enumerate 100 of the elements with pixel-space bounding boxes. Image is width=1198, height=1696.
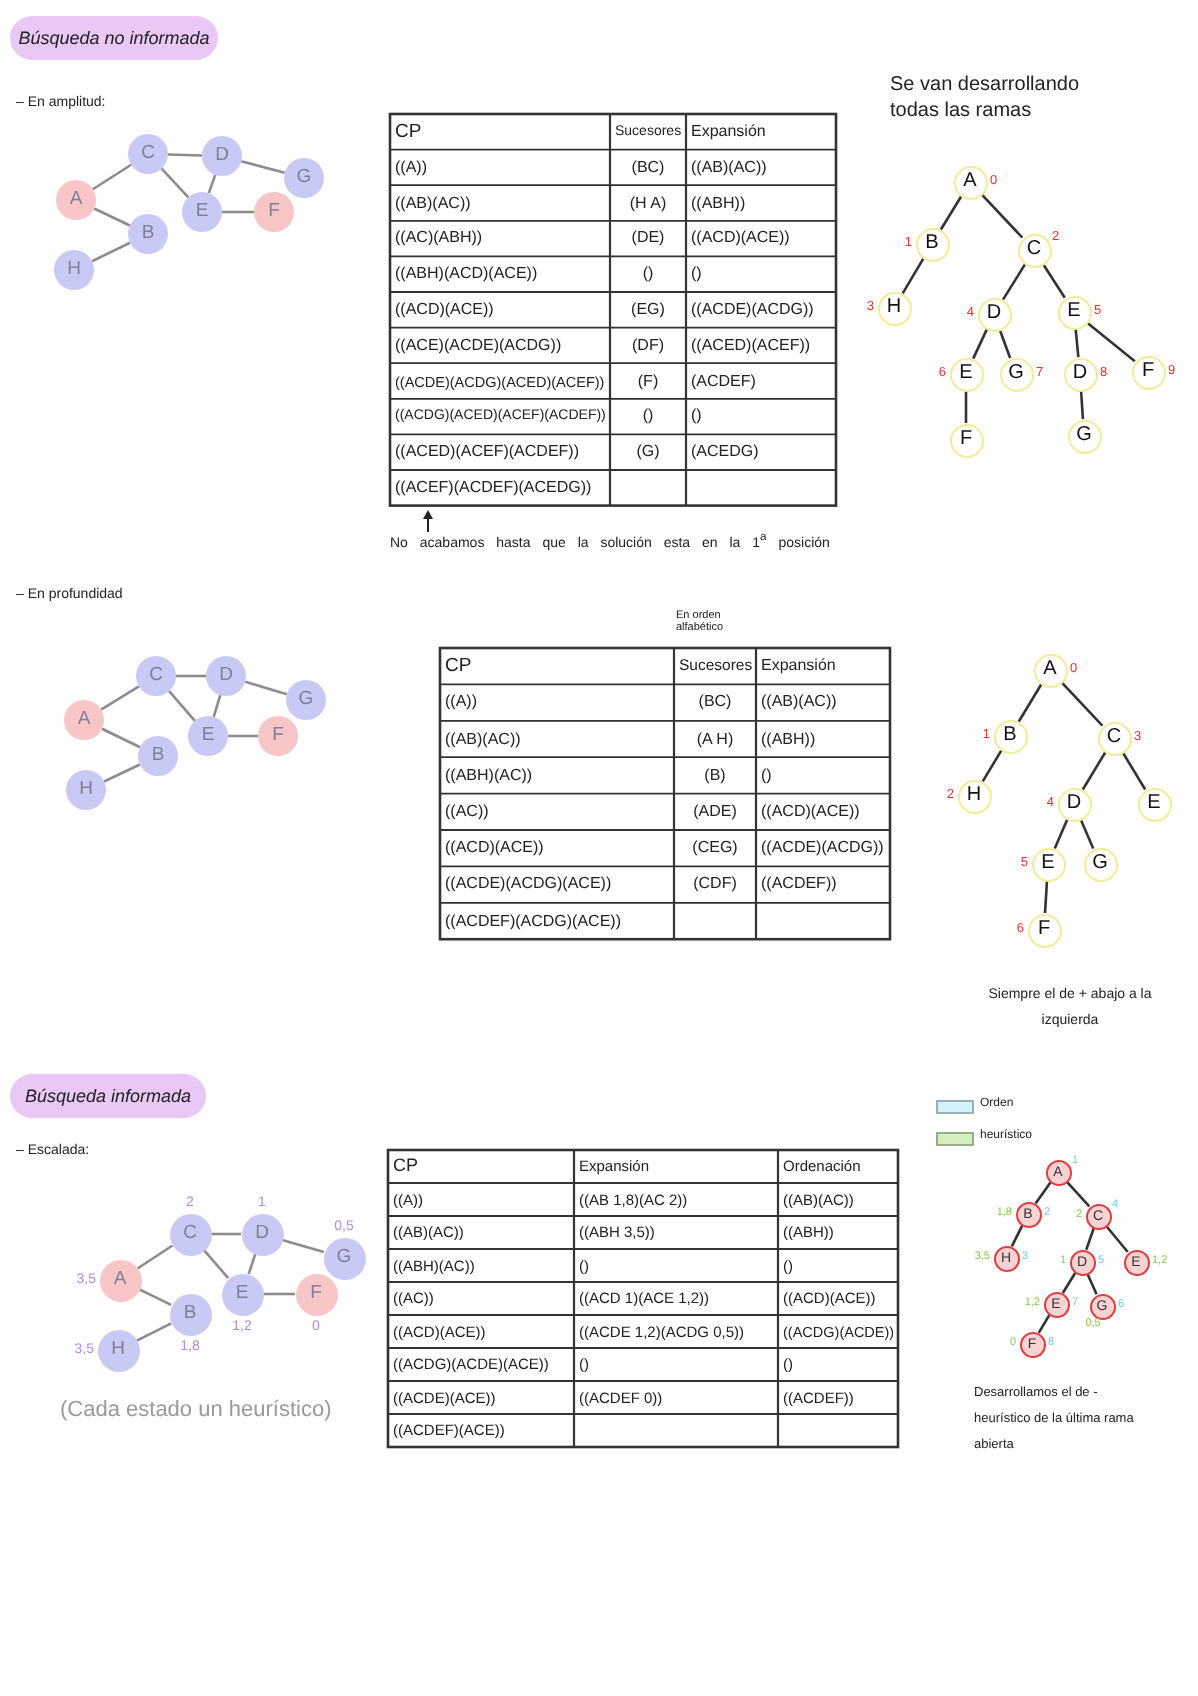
section-heading: Búsqueda informada [10, 1074, 206, 1118]
tree-node: H [877, 291, 911, 325]
tree-node: C [1017, 233, 1051, 267]
tree-node: D [1063, 357, 1097, 391]
graph-edge [168, 690, 196, 722]
state-node: H [97, 1329, 139, 1371]
tree-edge [1017, 683, 1043, 723]
successor-list: (CEG) [692, 840, 738, 857]
state-node: C [136, 656, 176, 696]
section-heading: Búsqueda no informada [10, 16, 218, 60]
state-node: H [54, 250, 94, 290]
graph-edge [138, 1288, 172, 1306]
column-header: CP [393, 1157, 419, 1176]
successor-list: (H A) [629, 195, 667, 211]
tree-node: B [993, 719, 1027, 753]
expansion-list: ((ACD)(ACE)) [761, 803, 860, 820]
successor-list: () [642, 408, 654, 425]
tree-edge [901, 257, 925, 295]
tree-node: F [949, 423, 983, 457]
state-node: D [241, 1213, 283, 1255]
graph-edge [176, 674, 206, 678]
tree-edge [1060, 681, 1104, 727]
tree-edge [972, 328, 988, 360]
open-list-entry: ((ACDE)(ACDG)(ACE)) [445, 876, 612, 893]
column-header: Expansión [691, 123, 766, 140]
tree-node: A [1033, 653, 1067, 687]
open-list-entry: ((ACD)(ACE)) [395, 301, 494, 318]
tree-node: E [1057, 295, 1091, 329]
successor-list: (BC) [698, 694, 732, 711]
open-list-entry: ((AC)(ABH)) [395, 230, 483, 247]
note-text: Se van desarrollando todas las ramas [890, 74, 1082, 124]
expansion-list: ((ACDEF)) [761, 876, 837, 893]
graph-edge [91, 241, 131, 263]
state-node: C [169, 1213, 211, 1255]
tree-edge [939, 195, 963, 231]
tree-edge [980, 193, 1024, 239]
graph-edge [212, 694, 222, 718]
state-node: F [254, 192, 294, 232]
successor-list: (G) [636, 444, 660, 461]
open-list-entry: ((ACE)(ACDE)(ACDG)) [395, 337, 562, 354]
graph-edge [136, 1322, 172, 1342]
graph-edge [103, 763, 141, 783]
column-header: CP [445, 656, 472, 676]
expansion-list: ((ACDE)(ACDG)) [691, 301, 814, 318]
successor-list: (B) [704, 767, 726, 784]
graph-edge [160, 167, 190, 199]
tree-edge [1065, 1180, 1091, 1208]
tree-edge [1079, 819, 1095, 849]
graph-edge [167, 153, 203, 157]
state-node: F [295, 1273, 337, 1315]
tree-node: F [1027, 913, 1061, 947]
successor-list: (CDF) [693, 876, 737, 893]
tree-edge [1085, 1227, 1095, 1251]
graph-edge [241, 159, 285, 175]
tree-node: H [957, 779, 991, 813]
open-list-entry: ((ACDEF)(ACDG)(ACE)) [445, 913, 621, 929]
graph-edge [101, 727, 141, 749]
tree-edge [1037, 1314, 1051, 1334]
state-node: E [221, 1273, 263, 1315]
open-list-entry: ((A)) [445, 694, 477, 711]
successor-list: (EG) [631, 301, 665, 318]
tree-node: G [1083, 847, 1117, 881]
tree-edge [1061, 1272, 1077, 1294]
expansion-list: ((ACDE)(ACDG)) [761, 840, 884, 857]
tree-edge [1042, 263, 1066, 299]
tree-node: D [1057, 787, 1091, 821]
tree-node: G [999, 357, 1033, 391]
graph-edge [228, 734, 258, 738]
state-node: C [128, 134, 168, 174]
state-node: B [169, 1293, 211, 1335]
state-node: E [188, 716, 228, 756]
successor-list: (DF) [632, 337, 664, 354]
successor-list: (BC) [631, 159, 665, 176]
tree-edge [1043, 880, 1049, 914]
tree-node: A [953, 165, 987, 199]
state-node: G [286, 680, 326, 720]
tree-edge [1105, 1225, 1129, 1253]
column-header: Expansión [761, 658, 836, 675]
open-list-entry: ((ABH)(ACD)(ACE)) [395, 266, 538, 283]
graph-edge [244, 680, 288, 696]
tree-node: E [1137, 787, 1171, 821]
successor-list: (A H) [696, 731, 734, 747]
graph-edge [100, 685, 140, 711]
caption-text: (Cada estado un heurístico) [60, 1398, 332, 1424]
graph-edge [222, 210, 254, 214]
expansion-list: ((ACED)(ACEF)) [691, 337, 811, 354]
open-list-entry: ((A)) [395, 159, 427, 176]
tree-edge [1010, 1225, 1024, 1247]
expansion-list: () [691, 408, 702, 425]
open-list-entry: ((AC)) [445, 803, 489, 820]
tree-node: C [1097, 721, 1131, 755]
successor-list: (DE) [631, 230, 665, 247]
open-list-entry: ((ACD)(ACE)) [445, 840, 544, 857]
tree-edge [1053, 819, 1069, 849]
tree-node: E [949, 357, 983, 391]
tree-edge [1121, 751, 1147, 791]
tree-node: G [1067, 419, 1101, 453]
graph-edge [92, 163, 132, 191]
tree-edge [1034, 1181, 1052, 1205]
tree-edge [1086, 1273, 1098, 1295]
